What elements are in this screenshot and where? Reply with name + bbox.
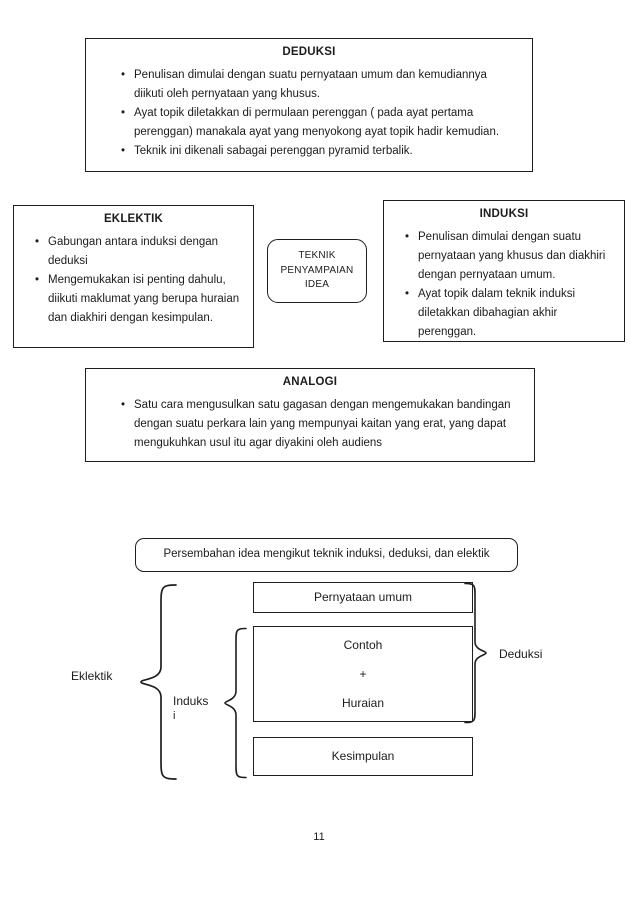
list-item: • Mengemukakan isi penting dahulu, diiku… [26, 271, 247, 328]
diagram-title-box: Persembahan idea mengikut teknik induksi… [135, 538, 518, 572]
list-item: • Ayat topik diletakkan di permulaan per… [112, 104, 518, 142]
bullet-text: Satu cara mengusulkan satu gagasan denga… [134, 399, 511, 449]
pernyataan-umum-node: Pernyataan umum [253, 582, 473, 613]
induksi-box: INDUKSI • Penulisan dimulai dengan suatu… [383, 200, 625, 342]
center-node-line: PENYAMPAIAN [280, 264, 354, 276]
analogi-bullet-list: • Satu cara mengusulkan satu gagasan den… [86, 396, 534, 453]
list-item: • Ayat topik dalam teknik induksi dileta… [396, 285, 618, 342]
analogi-title: ANALOGI [282, 376, 338, 388]
induksi-brace-label-line2: i [173, 710, 176, 722]
list-item: • Gabungan antara induksi dengan deduksi [26, 233, 247, 271]
deduksi-brace-label: Deduksi [499, 647, 543, 661]
bullet-text: Teknik ini dikenali sabagai perenggan py… [134, 145, 413, 157]
contoh-label: Contoh [343, 638, 383, 653]
page-number: 11 [313, 831, 325, 843]
eklektik-box: EKLEKTIK • Gabungan antara induksi denga… [13, 205, 254, 348]
analogi-box: ANALOGI • Satu cara mengusulkan satu gag… [85, 368, 535, 462]
bullet-icon: • [34, 274, 40, 286]
induksi-brace-label: Induks i [173, 694, 208, 724]
center-node-line: IDEA [304, 279, 330, 291]
eklektik-curly-brace [133, 583, 179, 781]
list-item: • Penulisan dimulai dengan suatu pernyat… [396, 228, 618, 285]
bullet-text: Gabungan antara induksi dengan deduksi [48, 236, 219, 267]
induksi-bullet-list: • Penulisan dimulai dengan suatu pernyat… [384, 228, 624, 342]
bullet-text: Penulisan dimulai dengan suatu pernyataa… [418, 231, 606, 281]
list-item: • Satu cara mengusulkan satu gagasan den… [112, 396, 520, 453]
plus-sign: + [359, 666, 367, 681]
deduksi-curly-brace [463, 582, 489, 724]
bullet-icon: • [404, 231, 410, 243]
bullet-icon: • [120, 399, 126, 411]
bullet-text: Penulisan dimulai dengan suatu pernyataa… [134, 69, 487, 100]
bullet-icon: • [404, 288, 410, 300]
kesimpulan-node: Kesimpulan [253, 737, 473, 776]
induksi-curly-brace [221, 627, 248, 779]
bullet-icon: • [120, 107, 126, 119]
teknik-penyampaian-idea-node: TEKNIK PENYAMPAIAN IDEA [267, 239, 367, 303]
induksi-brace-label-line1: Induks [173, 694, 209, 708]
bullet-text: Ayat topik diletakkan di permulaan peren… [134, 107, 500, 138]
deduksi-title: DEDUKSI [282, 46, 336, 58]
deduksi-bullet-list: • Penulisan dimulai dengan suatu pernyat… [86, 66, 532, 161]
eklektik-brace-label: Eklektik [71, 669, 113, 683]
bullet-icon: • [34, 236, 40, 248]
deduksi-box: DEDUKSI • Penulisan dimulai dengan suatu… [85, 38, 533, 172]
induksi-title: INDUKSI [479, 208, 529, 220]
eklektik-title: EKLEKTIK [103, 213, 164, 225]
list-item: • Teknik ini dikenali sabagai perenggan … [112, 142, 518, 161]
eklektik-bullet-list: • Gabungan antara induksi dengan deduksi… [14, 233, 253, 328]
bullet-text: Ayat topik dalam teknik induksi diletakk… [418, 288, 576, 338]
bullet-text: Mengemukakan isi penting dahulu, diikuti… [48, 274, 240, 324]
bullet-icon: • [120, 69, 126, 81]
bullet-icon: • [120, 145, 126, 157]
huraian-label: Huraian [341, 695, 385, 710]
list-item: • Penulisan dimulai dengan suatu pernyat… [112, 66, 518, 104]
center-node-line: TEKNIK [298, 250, 336, 262]
contoh-huraian-node: Contoh + Huraian [253, 626, 473, 722]
